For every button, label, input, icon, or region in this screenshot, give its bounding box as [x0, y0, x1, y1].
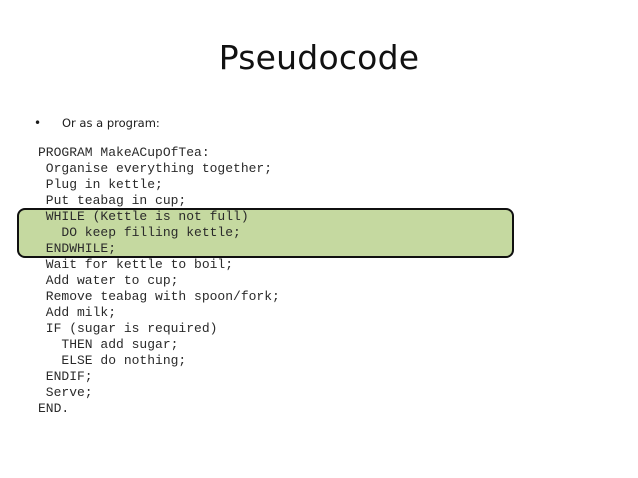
code-line: Wait for kettle to boil; — [38, 257, 234, 272]
code-line: ELSE do nothing; — [38, 353, 187, 368]
code-line: Plug in kettle; — [38, 177, 163, 192]
code-line: DO keep filling kettle; — [38, 225, 241, 240]
code-line: Put teabag in cup; — [38, 193, 187, 208]
pseudocode-block: PROGRAM MakeACupOfTea: Organise everythi… — [38, 145, 280, 417]
code-line: ENDWHILE; — [38, 241, 117, 256]
code-line: THEN add sugar; — [38, 337, 179, 352]
code-line: Add milk; — [38, 305, 117, 320]
code-line: WHILE (Kettle is not full) — [38, 209, 249, 224]
code-line: IF (sugar is required) — [38, 321, 218, 336]
code-line: PROGRAM MakeACupOfTea: — [38, 145, 210, 160]
code-line: Remove teabag with spoon/fork; — [38, 289, 280, 304]
while-loop-highlight — [17, 208, 514, 258]
bullet-text: Or as a program: — [62, 116, 160, 130]
code-line: Organise everything together; — [38, 161, 273, 176]
code-line: ENDIF; — [38, 369, 93, 384]
code-line: Serve; — [38, 385, 93, 400]
bullet-icon: • — [34, 116, 42, 130]
slide-title: Pseudocode — [218, 38, 420, 77]
code-line: Add water to cup; — [38, 273, 179, 288]
bullet-item: • Or as a program: — [34, 114, 160, 132]
code-line: END. — [38, 401, 70, 416]
